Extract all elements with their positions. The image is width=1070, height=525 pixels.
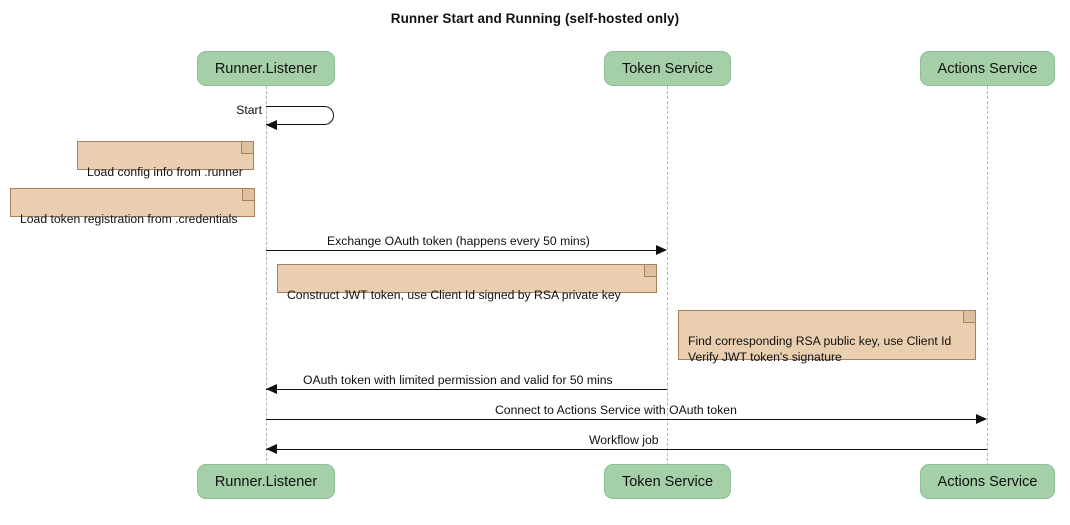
participant-token-bottom[interactable]: Token Service [604, 464, 731, 499]
participant-actions-top-label: Actions Service [937, 60, 1038, 77]
note-construct-jwt-text: Construct JWT token, use Client Id signe… [287, 288, 621, 302]
message-exchange-oauth-token-line [266, 250, 656, 251]
participant-token-bottom-label: Token Service [621, 473, 714, 490]
note-load-config-text: Load config info from .runner [87, 165, 243, 179]
note-fold-icon [241, 142, 253, 154]
message-oauth-token-return-label: OAuth token with limited permission and … [303, 373, 613, 387]
note-verify-jwt-text: Find corresponding RSA public key, use C… [688, 334, 952, 364]
participant-actions-bottom-label: Actions Service [937, 473, 1038, 490]
participant-runner-top[interactable]: Runner.Listener [197, 51, 335, 86]
lifeline-token [667, 86, 668, 466]
note-fold-icon [644, 265, 656, 277]
message-workflow-job-line [266, 449, 987, 450]
message-connect-actions-service-arrowhead [976, 414, 987, 424]
message-start-loop [266, 106, 334, 125]
note-fold-icon [242, 189, 254, 201]
message-oauth-token-return-arrowhead [266, 384, 277, 394]
participant-runner-bottom-label: Runner.Listener [214, 473, 318, 490]
message-connect-actions-service-label: Connect to Actions Service with OAuth to… [495, 403, 737, 417]
note-verify-jwt: Find corresponding RSA public key, use C… [678, 310, 976, 364]
note-load-token-registration: Load token registration from .credential… [10, 188, 255, 226]
diagram-title: Runner Start and Running (self-hosted on… [390, 11, 680, 26]
note-load-token-registration-text: Load token registration from .credential… [20, 212, 238, 226]
message-exchange-oauth-token-arrowhead [656, 245, 667, 255]
note-construct-jwt: Construct JWT token, use Client Id signe… [277, 264, 657, 302]
note-load-config: Load config info from .runner [77, 141, 254, 179]
participant-actions-bottom[interactable]: Actions Service [920, 464, 1055, 499]
participant-actions-top[interactable]: Actions Service [920, 51, 1055, 86]
participant-runner-bottom[interactable]: Runner.Listener [197, 464, 335, 499]
lifeline-actions [987, 86, 988, 466]
lifeline-runner [266, 86, 267, 466]
message-start-label: Start [236, 103, 262, 117]
message-exchange-oauth-token-label: Exchange OAuth token (happens every 50 m… [327, 234, 590, 248]
message-start-arrowhead [266, 120, 277, 130]
message-connect-actions-service-line [266, 419, 976, 420]
note-fold-icon [963, 311, 975, 323]
message-workflow-job-arrowhead [266, 444, 277, 454]
message-oauth-token-return-line [266, 389, 667, 390]
message-workflow-job-label: Workflow job [589, 433, 659, 447]
participant-token-top-label: Token Service [621, 60, 714, 77]
participant-runner-top-label: Runner.Listener [214, 60, 318, 77]
participant-token-top[interactable]: Token Service [604, 51, 731, 86]
